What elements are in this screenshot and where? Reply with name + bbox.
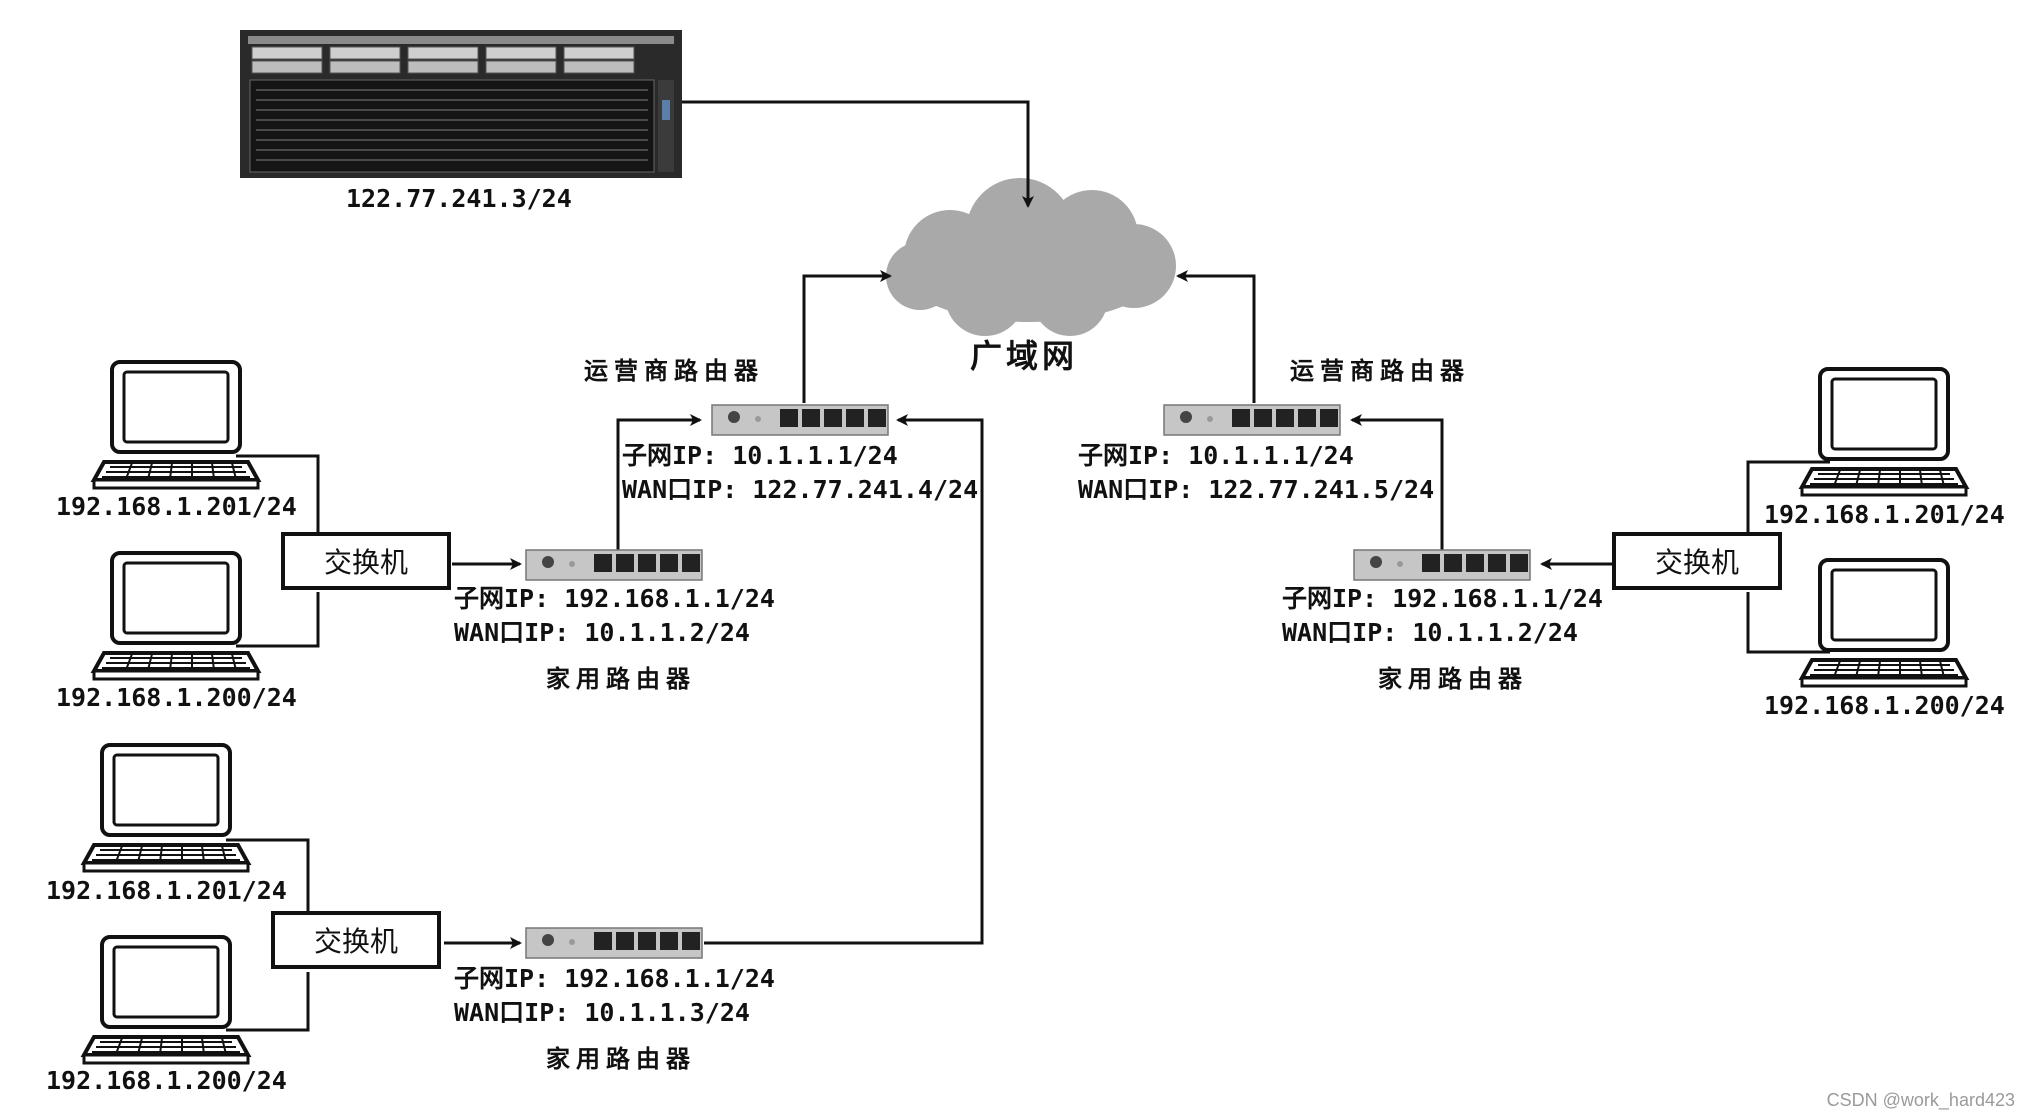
host-r-b-ip: 192.168.1.200/24 xyxy=(1764,691,2005,720)
laptop-r-b-link xyxy=(1746,592,1830,654)
isp-router-right-icon xyxy=(1163,404,1341,436)
home-router-lb-icon xyxy=(525,927,703,959)
laptop-lb-a-icon xyxy=(82,743,250,873)
home-r-name: 家用路由器 xyxy=(1378,664,1528,693)
home-lb-subnet: 子网IP: 192.168.1.1/24 xyxy=(454,964,775,993)
laptop-lb-b-link xyxy=(226,972,310,1032)
home-router-r-icon xyxy=(1353,549,1531,581)
host-lt-b-ip: 192.168.1.200/24 xyxy=(56,683,297,712)
isp-left-to-cloud xyxy=(802,270,892,403)
isp-left-subnet: 子网IP: 10.1.1.1/24 xyxy=(622,441,898,470)
laptop-lt-b-icon xyxy=(92,551,260,681)
laptop-lt-a-link xyxy=(236,454,320,534)
isp-left-name: 运营商路由器 xyxy=(584,356,764,385)
laptop-r-b-icon xyxy=(1800,558,1968,688)
laptop-lt-b-link xyxy=(236,592,320,648)
isp-right-wan: WAN口IP: 122.77.241.5/24 xyxy=(1078,475,1435,504)
wan-label: 广域网 xyxy=(970,337,1079,375)
home-lt-subnet: 子网IP: 192.168.1.1/24 xyxy=(454,584,775,613)
laptop-r-a-icon xyxy=(1800,367,1968,497)
server-icon xyxy=(240,30,682,178)
laptop-lb-b-icon xyxy=(82,935,250,1065)
watermark: CSDN @work_hard423 xyxy=(1826,1090,2015,1110)
isp-left-wan: WAN口IP: 122.77.241.4/24 xyxy=(622,475,979,504)
switch-label: 交换机 xyxy=(313,925,398,958)
isp-right-name: 运营商路由器 xyxy=(1290,356,1470,385)
home-lb-wan: WAN口IP: 10.1.1.3/24 xyxy=(454,998,750,1027)
host-r-a-ip: 192.168.1.201/24 xyxy=(1764,500,2005,529)
home-lb-name: 家用路由器 xyxy=(546,1044,696,1073)
switch-right: 交换机 xyxy=(1612,532,1782,590)
cloud-icon xyxy=(886,178,1176,336)
home-router-lt-icon xyxy=(525,549,703,581)
host-lb-b-ip: 192.168.1.200/24 xyxy=(46,1066,287,1095)
home-lt-wan: WAN口IP: 10.1.1.2/24 xyxy=(454,618,750,647)
host-lb-a-ip: 192.168.1.201/24 xyxy=(46,876,287,905)
server-ip: 122.77.241.3/24 xyxy=(346,184,572,213)
host-lt-a-ip: 192.168.1.201/24 xyxy=(56,492,297,521)
laptop-lb-a-link xyxy=(226,838,310,914)
home-lt-name: 家用路由器 xyxy=(546,664,696,693)
home-r-wan: WAN口IP: 10.1.1.2/24 xyxy=(1282,618,1578,647)
server-to-cloud xyxy=(682,100,1034,208)
links xyxy=(226,100,1830,1032)
isp-right-to-cloud xyxy=(1176,270,1256,403)
home-r-subnet: 子网IP: 192.168.1.1/24 xyxy=(1282,584,1603,613)
laptop-r-a-link xyxy=(1746,460,1830,534)
switch-label: 交换机 xyxy=(323,546,408,579)
home-lb-to-isp-left xyxy=(704,414,984,945)
laptop-lt-a-icon xyxy=(92,360,260,490)
isp-router-left-icon xyxy=(711,404,889,436)
switch-label: 交换机 xyxy=(1654,546,1739,579)
isp-right-subnet: 子网IP: 10.1.1.1/24 xyxy=(1078,441,1354,470)
home-r-to-isp-right xyxy=(1350,414,1444,550)
home-lt-to-isp-left xyxy=(616,414,702,550)
switch-left-top: 交换机 xyxy=(281,532,451,590)
switch-left-bottom: 交换机 xyxy=(271,911,441,969)
